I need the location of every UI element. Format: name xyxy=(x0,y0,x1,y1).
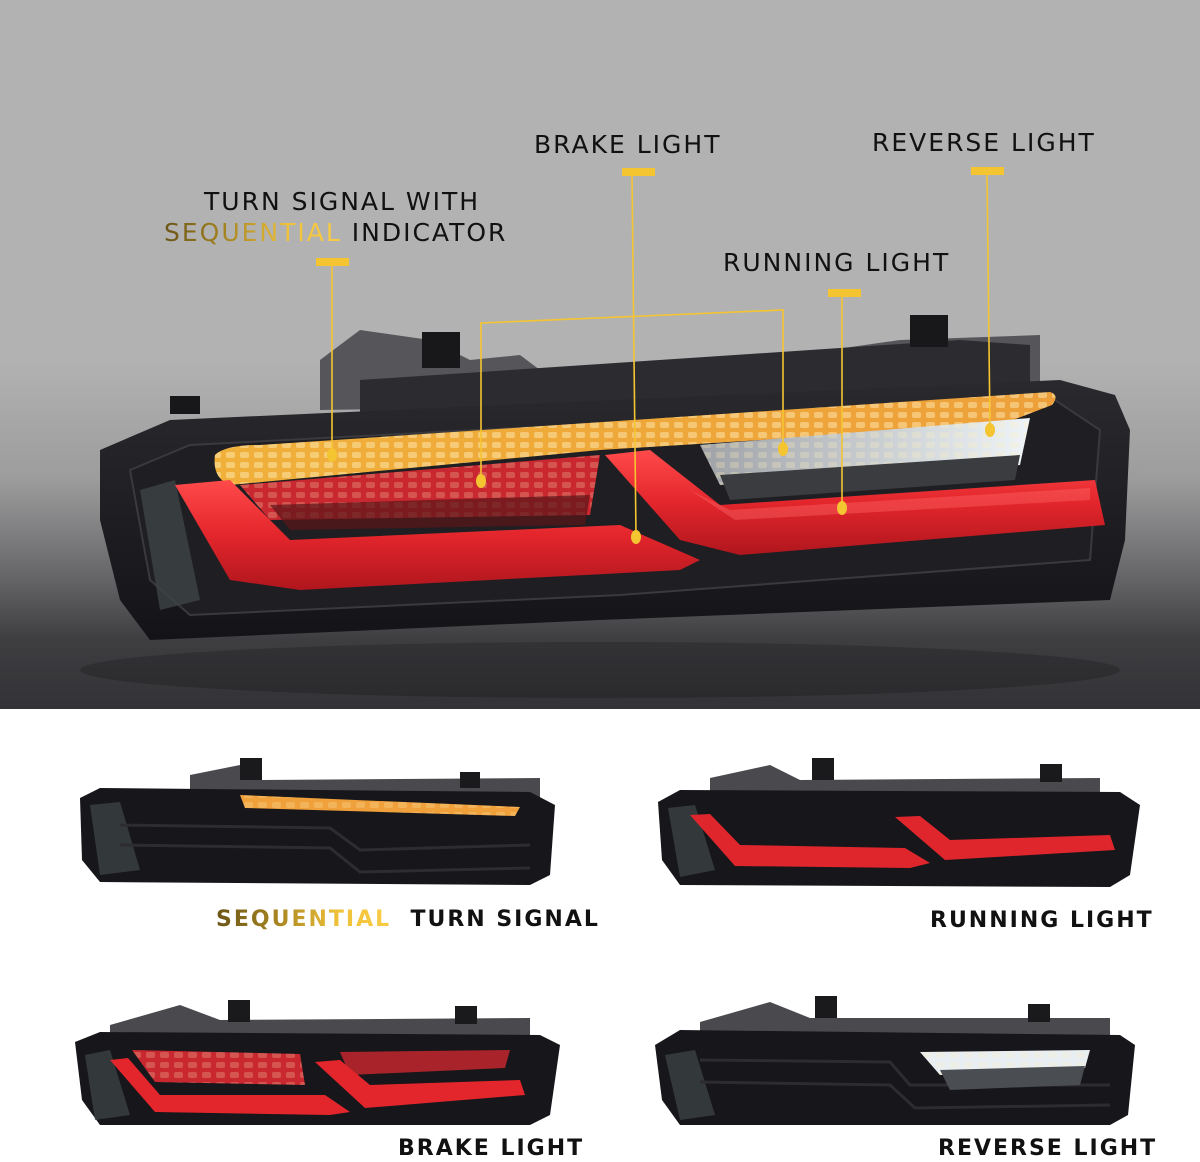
callout-tick-marks xyxy=(316,167,1004,297)
hero-panel: TURN SIGNAL WITH SEQUENTIAL INDICATOR BR… xyxy=(0,0,1200,709)
red-light-bar-right xyxy=(605,450,1105,555)
callout-indicator-text: INDICATOR xyxy=(341,218,508,247)
red-light-bar-left xyxy=(175,480,700,590)
red-running-bar-left xyxy=(690,814,930,868)
panel-brake-light xyxy=(60,990,580,1130)
tail-light-hero-illustration xyxy=(80,167,1130,698)
caption-reverse-light: REVERSE LIGHT xyxy=(938,1136,1158,1161)
callout-sequential-highlight: SEQUENTIAL xyxy=(164,218,342,247)
caption-turn-signal-text: TURN SIGNAL xyxy=(410,907,600,932)
tail-light-running-illustration xyxy=(658,758,1140,887)
caption-running-light: RUNNING LIGHT xyxy=(930,908,1154,933)
mount-tab-right xyxy=(910,315,948,347)
callout-turn-signal-line1: TURN SIGNAL WITH xyxy=(204,187,481,216)
red-brake-bar-right xyxy=(315,1060,525,1108)
tail-light-brake-illustration xyxy=(75,1000,560,1125)
panel-sequential-turn-signal xyxy=(60,750,580,900)
callout-lines xyxy=(331,172,991,538)
callout-dots xyxy=(327,423,995,544)
caption-brake-light: BRAKE LIGHT xyxy=(398,1136,585,1161)
tail-light-reverse-illustration xyxy=(655,996,1135,1125)
red-brake-bar-left xyxy=(110,1058,350,1115)
panel-running-light xyxy=(640,750,1160,900)
caption-sequential-highlight: SEQUENTIAL xyxy=(216,907,392,932)
callout-brake-light: BRAKE LIGHT xyxy=(534,130,722,159)
callout-reverse-light: REVERSE LIGHT xyxy=(872,128,1096,157)
caption-sequential-turn-signal: SEQUENTIAL TURN SIGNAL xyxy=(216,907,600,932)
red-running-bar-right xyxy=(895,816,1115,860)
mount-tab-left xyxy=(422,332,460,368)
callout-running-light: RUNNING LIGHT xyxy=(723,248,951,277)
panel-reverse-light xyxy=(640,990,1160,1130)
brake-led-block-right xyxy=(340,1050,510,1075)
callout-turn-signal-line2: SEQUENTIAL INDICATOR xyxy=(164,217,507,248)
tail-light-turn-illustration xyxy=(80,758,555,885)
